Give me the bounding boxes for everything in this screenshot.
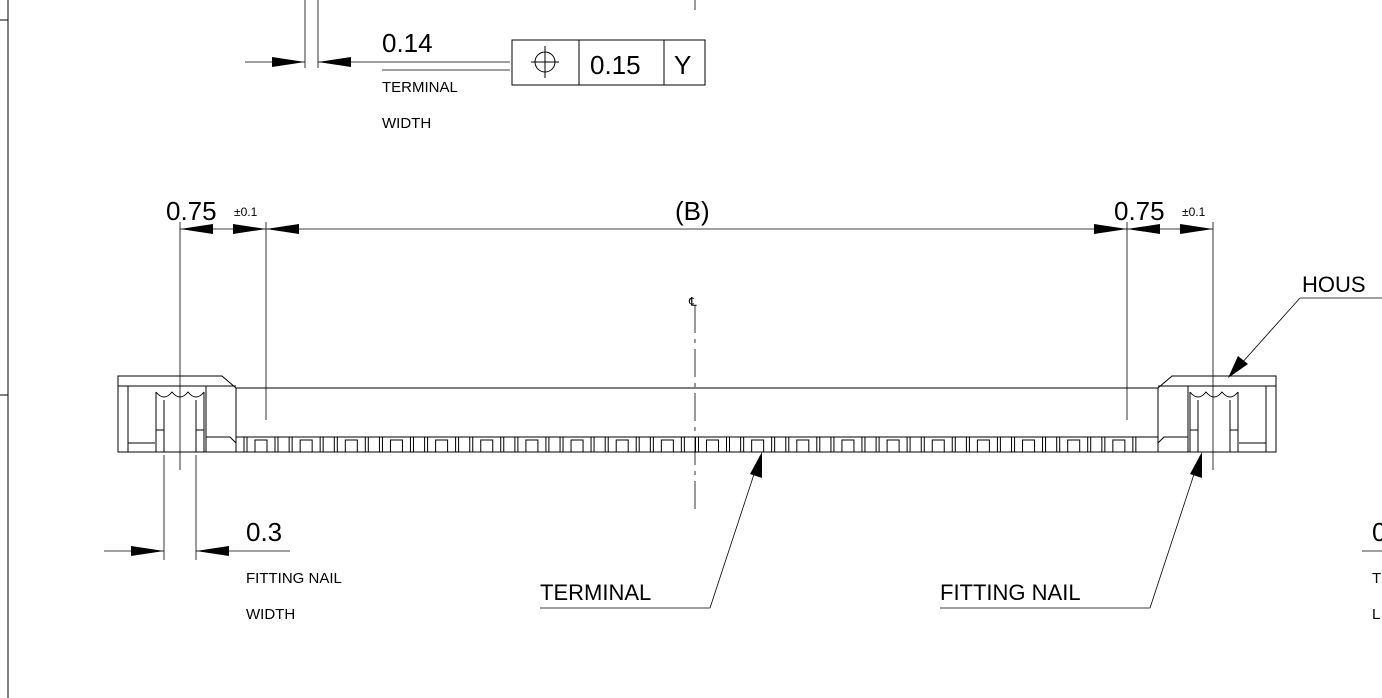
terminal bbox=[920, 436, 956, 453]
right-housing bbox=[1157, 375, 1277, 453]
right-edge-value: 0 bbox=[1372, 517, 1382, 547]
terminal bbox=[830, 436, 866, 453]
fcf-datum: Y bbox=[674, 50, 691, 80]
dim-right-tolerance: ±0.1 bbox=[1182, 205, 1206, 219]
terminal bbox=[378, 436, 414, 453]
terminal bbox=[785, 436, 821, 453]
dim-center-value: (B) bbox=[675, 196, 710, 226]
fcf-tolerance: 0.15 bbox=[590, 50, 641, 80]
dim-left-tolerance: ±0.1 bbox=[234, 205, 258, 219]
terminal-width-caption-2: WIDTH bbox=[382, 115, 431, 132]
terminal bbox=[695, 436, 730, 453]
terminal bbox=[559, 436, 595, 453]
terminal-width-caption-1: TERMINAL bbox=[382, 79, 458, 96]
terminal bbox=[740, 436, 776, 453]
terminal bbox=[288, 436, 324, 453]
terminal bbox=[875, 436, 911, 453]
fitting-nail-width-caption-1: FITTING NAIL bbox=[246, 570, 342, 587]
housing-callout: HOUS bbox=[1228, 272, 1382, 378]
fitting-nail-label: FITTING NAIL bbox=[940, 580, 1081, 605]
fitting-nail-width-dimension: 0.3 FITTING NAIL WIDTH bbox=[104, 455, 342, 623]
right-edge-caption-2: L bbox=[1372, 606, 1380, 623]
terminal bbox=[243, 436, 279, 453]
left-fitting-nail bbox=[155, 391, 205, 452]
terminal-callout: TERMINAL bbox=[540, 452, 762, 609]
fitting-nail-callout: FITTING NAIL bbox=[940, 452, 1202, 609]
terminal bbox=[514, 436, 550, 453]
terminal bbox=[333, 436, 369, 453]
terminal bbox=[469, 436, 505, 453]
terminal-width-value: 0.14 bbox=[382, 28, 433, 58]
dim-right-value: 0.75 bbox=[1114, 196, 1165, 226]
centerline-mark: ℄ bbox=[688, 295, 697, 309]
overall-dimension: 0.75 ±0.1 (B) 0.75 ±0.1 bbox=[166, 196, 1214, 470]
terminal-width-dimension: 0.14 TERMINAL WIDTH bbox=[245, 0, 696, 132]
terminal-row bbox=[243, 436, 1137, 453]
connector-body bbox=[117, 375, 1277, 453]
feature-control-frame: 0.15 Y bbox=[511, 39, 706, 86]
terminal bbox=[604, 436, 640, 453]
left-housing bbox=[117, 375, 237, 453]
terminal bbox=[424, 436, 460, 453]
terminal bbox=[1101, 436, 1137, 453]
terminal bbox=[1011, 436, 1047, 453]
terminal bbox=[649, 436, 685, 453]
housing-label: HOUS bbox=[1302, 272, 1366, 297]
centerline: ℄ bbox=[688, 295, 697, 515]
dim-left-value: 0.75 bbox=[166, 196, 217, 226]
position-tolerance-icon bbox=[531, 46, 559, 78]
right-fitting-nail bbox=[1189, 391, 1239, 452]
right-edge-dimension: 0 T L bbox=[1362, 517, 1382, 623]
sheet-frame bbox=[0, 0, 9, 698]
terminal-label: TERMINAL bbox=[540, 580, 651, 605]
fitting-nail-width-caption-2: WIDTH bbox=[246, 606, 295, 623]
terminal bbox=[965, 436, 1001, 453]
right-edge-caption-1: T bbox=[1372, 570, 1381, 587]
terminal bbox=[1056, 436, 1092, 453]
fitting-nail-width-value: 0.3 bbox=[246, 517, 282, 547]
